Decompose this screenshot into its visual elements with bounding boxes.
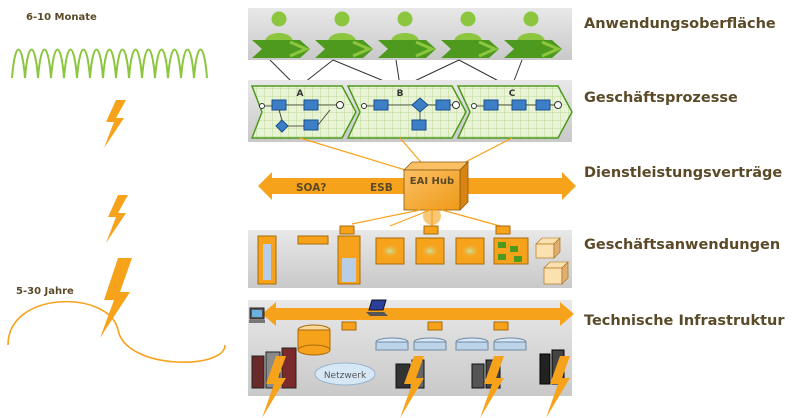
long-cycle-wave — [7, 300, 226, 363]
layer-label-ui: Anwendungsoberfläche — [584, 16, 776, 32]
eai-hub-label: EAI Hub — [410, 176, 454, 187]
hub-glow — [423, 207, 441, 225]
process-c: C — [456, 85, 573, 139]
layer-label-apps: Geschäftsanwendungen — [584, 237, 781, 253]
soa-label: SOA? — [296, 182, 326, 194]
layer-label-services: Dienstleistungsverträge — [584, 165, 783, 181]
bolt-icon — [480, 356, 504, 418]
process-label-b: B — [397, 89, 404, 99]
bolt-icon — [104, 100, 126, 148]
layer-label-infra: Technische Infrastruktur — [584, 313, 785, 329]
network-label: Netzwerk — [324, 371, 367, 381]
process-a: A — [250, 85, 357, 139]
bolt-icon — [546, 356, 570, 418]
process-b: B — [346, 85, 467, 139]
process-label-a: A — [297, 89, 304, 99]
esb-label: ESB — [370, 182, 393, 194]
bolt-icon — [106, 195, 128, 243]
process-hub-connectors — [299, 137, 513, 173]
bolt-icon — [400, 356, 424, 418]
short-cycle-wave — [11, 48, 208, 79]
network-cloud — [314, 362, 376, 386]
eai-hub — [403, 161, 469, 211]
business-apps — [257, 225, 569, 285]
ui-users — [252, 11, 562, 58]
process-label-c: C — [509, 89, 516, 99]
computer-icon — [249, 307, 265, 323]
short-cycle-label: 6-10 Monate — [26, 12, 97, 23]
laptop-icon — [366, 299, 388, 316]
long-cycle-label: 5-30 Jahre — [16, 286, 74, 297]
layer-label-processes: Geschäftsprozesse — [584, 90, 738, 106]
infra-bus — [262, 302, 574, 326]
bolt-icon — [100, 258, 132, 338]
bolt-icon — [262, 356, 286, 418]
